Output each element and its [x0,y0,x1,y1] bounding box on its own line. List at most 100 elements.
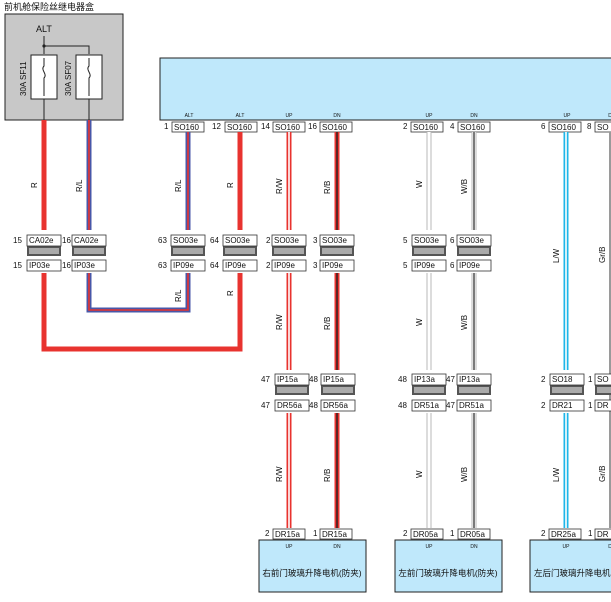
wire-label: R/W [275,314,284,330]
svg-text:IP03e: IP03e [74,261,95,270]
pin-signal-label: ALT [236,113,245,119]
fusebox-title: 前机舱保险丝继电器盒 [4,1,94,12]
svg-text:DR56a: DR56a [277,401,302,410]
svg-text:DR56a: DR56a [323,401,348,410]
wire-label: L/W [552,467,561,482]
svg-text:16: 16 [308,122,317,131]
fuse-sf07-symbol [87,58,91,96]
fusebox-alt-label: ALT [36,24,52,34]
svg-text:2: 2 [266,236,271,245]
svg-text:48: 48 [398,375,407,384]
svg-text:2: 2 [541,401,546,410]
svg-text:47: 47 [446,375,455,384]
svg-text:1: 1 [164,122,169,131]
svg-text:DR51a: DR51a [459,401,484,410]
motor-left-rear: UP D 左后门玻璃升降电机 [529,539,611,593]
motor-connectors: 2 DR15a 1 DR15a 2 DR05a 1 DR05a 2 DR25a … [265,528,611,540]
inline-connectors-lower: 47 IP15a 48 IP15a 48 IP13a 47 IP13a 2 SO… [261,373,611,412]
svg-text:1: 1 [588,375,593,384]
svg-text:CA02e: CA02e [29,236,54,245]
svg-text:15: 15 [13,261,22,270]
svg-text:63: 63 [158,236,167,245]
svg-text:47: 47 [446,401,455,410]
pin-signal-label: UP [426,113,434,119]
svg-text:2: 2 [403,122,408,131]
svg-text:2: 2 [541,375,546,384]
svg-text:IP09e: IP09e [322,261,343,270]
motor-up-label: UP [563,544,571,550]
svg-text:DR15a: DR15a [322,530,347,539]
wire-label: R [30,182,39,188]
svg-text:IP09e: IP09e [173,261,194,270]
svg-text:48: 48 [309,401,318,410]
svg-text:SO03e: SO03e [414,236,439,245]
svg-text:SO18: SO18 [552,375,573,384]
motor-dn-label: D [608,544,611,550]
svg-text:1: 1 [588,529,593,538]
wire-label: Gr/B [598,466,607,482]
svg-text:16: 16 [62,261,71,270]
wire-label: W [415,180,424,188]
motor-dn-label: DN [333,544,341,550]
svg-text:14: 14 [261,122,270,131]
svg-text:2: 2 [266,261,271,270]
svg-text:IP15a: IP15a [277,375,298,384]
svg-text:6: 6 [450,261,455,270]
motor-dn-label: DN [470,544,478,550]
wire-label: R [226,182,235,188]
svg-text:6: 6 [541,122,546,131]
svg-text:IP09e: IP09e [414,261,435,270]
svg-text:1: 1 [588,401,593,410]
fuse-sf07-label: 30A SF07 [64,60,73,96]
svg-text:4: 4 [450,122,455,131]
svg-text:SO: SO [597,123,609,132]
motor-label: 右前门玻璃升降电机(防夹) [262,568,361,578]
wire-label: W/B [460,467,469,482]
svg-text:DR: DR [597,401,609,410]
svg-text:1: 1 [450,529,455,538]
wire-label: R/L [174,179,183,192]
svg-text:15: 15 [13,236,22,245]
svg-text:64: 64 [210,261,219,270]
svg-text:DR25a: DR25a [551,530,576,539]
inline-connectors-upper: 15 CA02e 16 CA02e 63 SO03e 64 SO03e 2 SO… [13,234,492,272]
svg-text:3: 3 [313,236,318,245]
svg-text:IP15a: IP15a [323,375,344,384]
svg-text:SO: SO [597,375,609,384]
svg-text:6: 6 [450,236,455,245]
svg-text:SO03e: SO03e [274,236,299,245]
svg-text:2: 2 [265,529,270,538]
module-pins: 1 SO160 12 SO160 14 SO160 16 SO160 2 SO1… [164,121,611,133]
motor-label: 左前门玻璃升降电机(防夹) [398,568,497,578]
svg-text:64: 64 [210,236,219,245]
wire-labels: R R/L R/L R R/W R/B W W/B L/W Gr/B R/L R… [30,178,607,482]
wire-label: R/W [275,178,284,194]
svg-text:47: 47 [261,401,270,410]
svg-text:2: 2 [403,529,408,538]
svg-text:DR: DR [597,530,609,539]
wire-label: R/L [174,289,183,302]
svg-text:SO160: SO160 [413,123,438,132]
pin-signal-label: DN [470,113,478,119]
svg-text:DR05a: DR05a [413,530,438,539]
svg-text:DR05a: DR05a [460,530,485,539]
svg-text:48: 48 [398,401,407,410]
wires [41,120,611,528]
wire-label: R/B [323,317,332,330]
motor-up-label: UP [286,544,294,550]
svg-text:SO160: SO160 [174,123,199,132]
svg-text:SO03e: SO03e [173,236,198,245]
wire-label: W [415,470,424,478]
svg-text:SO03e: SO03e [225,236,250,245]
wire-label: R [226,290,235,296]
wire-label: Gr/B [598,247,607,263]
svg-text:8: 8 [587,122,592,131]
svg-text:1: 1 [313,529,318,538]
fuse-sf11-label: 30A SF11 [19,61,28,96]
svg-text:16: 16 [62,236,71,245]
svg-text:SO160: SO160 [460,123,485,132]
fuse-sf11-symbol [42,58,46,96]
svg-text:47: 47 [261,375,270,384]
wire-label: R/W [275,466,284,482]
svg-text:DR21: DR21 [552,401,573,410]
